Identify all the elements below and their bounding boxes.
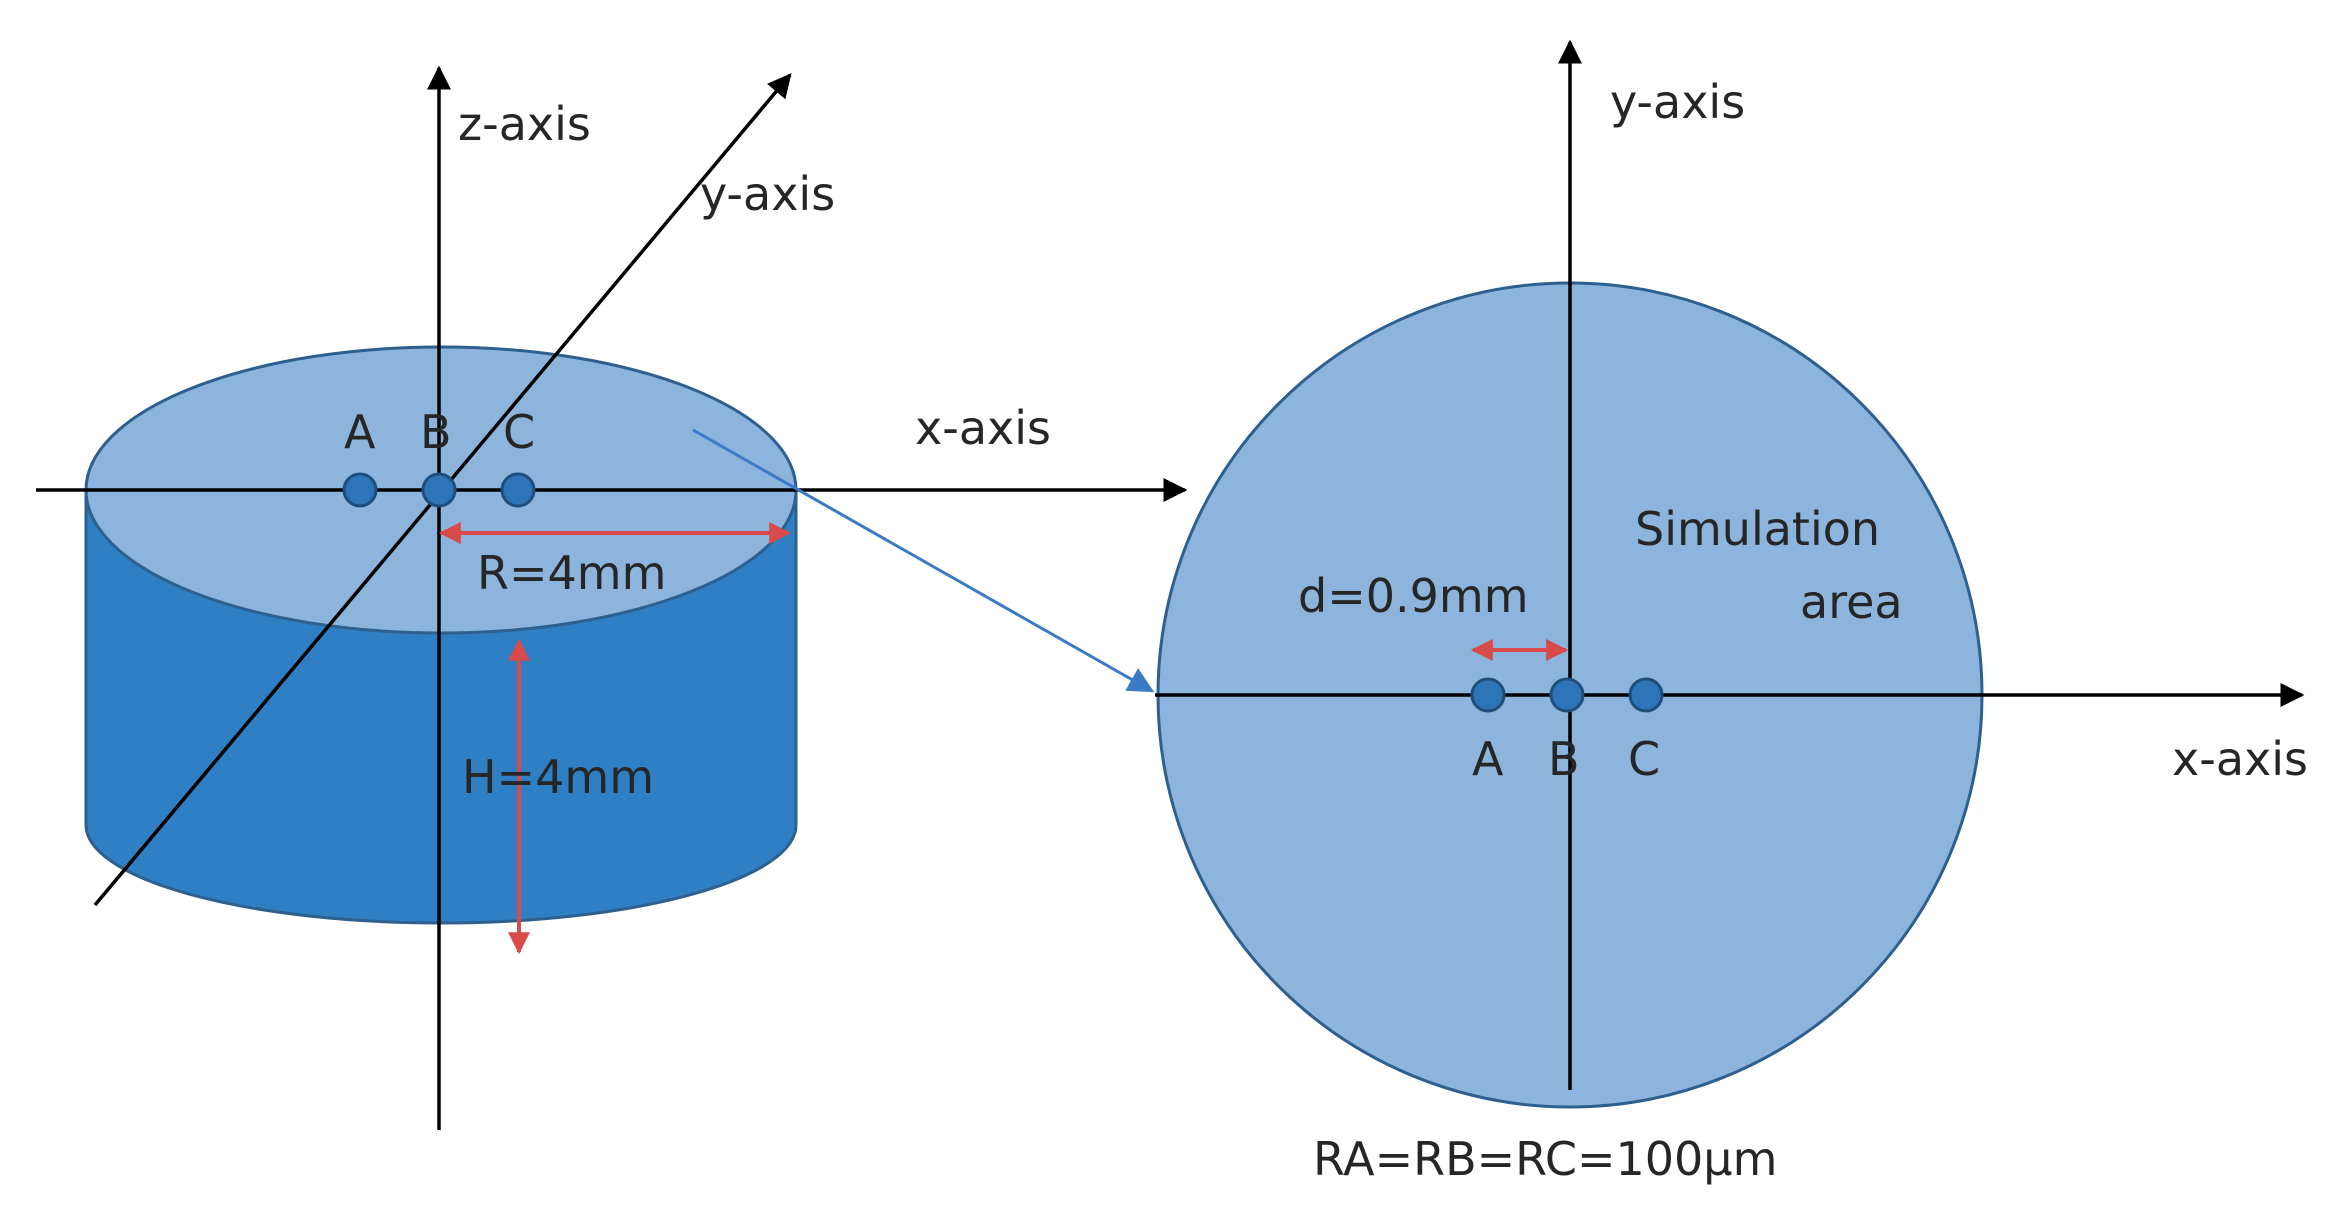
x-axis-label-left: x-axis (915, 401, 1051, 455)
point-c-label-left: C (503, 405, 535, 459)
y-axis-label-left: y-axis (700, 167, 835, 221)
point-c-marker (500, 472, 536, 508)
point-b-marker (421, 472, 457, 508)
height-label: H=4mm (462, 750, 654, 804)
point-a-marker-right (1470, 677, 1506, 713)
z-axis-label: z-axis (458, 97, 591, 151)
point-a-label-left: A (344, 405, 376, 459)
cylinder-view: z-axis y-axis x-axis A B C R=4mm H=4mm (36, 65, 1188, 1130)
top-view: y-axis x-axis d=0.9mm Simulation area A … (1155, 39, 2308, 1186)
point-c-label-right: C (1628, 732, 1660, 786)
spacing-label: d=0.9mm (1298, 569, 1529, 623)
simulation-area-label-line2: area (1800, 575, 1903, 629)
point-a-marker (342, 472, 378, 508)
y-axis-label-right: y-axis (1610, 75, 1745, 129)
radius-label: R=4mm (477, 546, 666, 600)
x-axis-label-right: x-axis (2172, 732, 2308, 786)
point-b-label-left: B (420, 405, 452, 459)
simulation-area-label-line1: Simulation (1635, 502, 1880, 556)
radius-footnote: RA=RB=RC=100μm (1313, 1132, 1777, 1186)
point-a-label-right: A (1472, 732, 1504, 786)
zoom-connector-arrow (692, 428, 1155, 693)
point-b-marker-right (1549, 677, 1585, 713)
point-b-label-right: B (1548, 732, 1580, 786)
point-c-marker-right (1628, 677, 1664, 713)
